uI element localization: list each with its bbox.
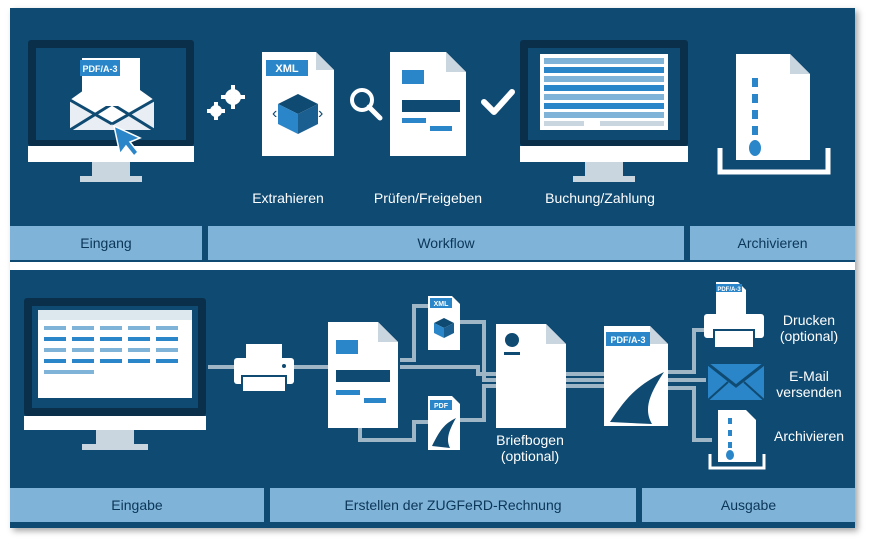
letterhead-label-line2: (optional)	[500, 448, 560, 464]
envelope-open-icon	[69, 58, 155, 132]
gears-icon	[207, 85, 245, 120]
step-label-check: Prüfen/Freigeben	[373, 190, 483, 206]
letterhead-label: Briefbogen (optional)	[480, 432, 580, 464]
pdfa-badge-text: PDF/A-3	[82, 64, 117, 74]
cursor-icon	[112, 124, 142, 158]
pdfa-print-badge-text: PDF/A-3	[717, 287, 741, 293]
magnifier-icon	[350, 88, 383, 121]
band-entry: Eingabe	[10, 488, 264, 522]
email-label-line1: E-Mail	[789, 368, 829, 384]
archive-bottom-icon	[708, 410, 766, 470]
band-create: Erstellen der ZUGFeRD-Rechnung	[270, 488, 636, 522]
checkmark-icon	[481, 89, 515, 115]
svg-text:›: ›	[318, 105, 323, 122]
xml-document-icon: ‹ ›	[262, 52, 334, 156]
email-label-line2: versenden	[776, 384, 842, 400]
archive-tray-icon	[717, 54, 831, 175]
print-label-line1: Drucken	[782, 312, 836, 328]
band-output: Ausgabe	[642, 488, 855, 522]
pdf-small-badge-text: PDF	[434, 403, 449, 410]
pdf-small-document-icon	[428, 396, 460, 450]
pdfa-bottom-badge-text: PDF/A-3	[610, 335, 645, 345]
band-workflow: Workflow	[208, 226, 684, 260]
xml-small-badge-text: XML	[434, 301, 450, 308]
invoice-document-icon	[390, 52, 466, 156]
step-label-booking: Buchung/Zahlung	[545, 190, 655, 206]
svg-text:‹: ‹	[272, 105, 277, 122]
panel-divider	[10, 262, 855, 270]
step-label-extract: Extrahieren	[252, 190, 324, 206]
band-input: Eingang	[10, 226, 202, 260]
printer-icon	[234, 344, 294, 393]
print-label: Drucken (optional)	[768, 312, 850, 344]
pdfa-badge-bg	[80, 60, 120, 76]
print-label-line2: (optional)	[779, 328, 839, 344]
email-envelope-icon	[707, 362, 765, 401]
monitor-form-icon	[520, 40, 688, 182]
xml-small-document-icon	[428, 296, 460, 350]
letterhead-label-line1: Briefbogen	[496, 432, 564, 448]
monitor-input-icon	[24, 298, 206, 450]
print-output-icon	[704, 282, 764, 349]
letterhead-icon	[496, 324, 566, 428]
xml-badge-text: XML	[275, 63, 299, 75]
email-label: E-Mail versenden	[768, 368, 850, 400]
pdfa-document-icon	[604, 326, 668, 426]
zugferd-invoice-icon	[328, 322, 398, 428]
band-archive: Archivieren	[690, 226, 855, 260]
archive-label: Archivieren	[773, 428, 845, 444]
